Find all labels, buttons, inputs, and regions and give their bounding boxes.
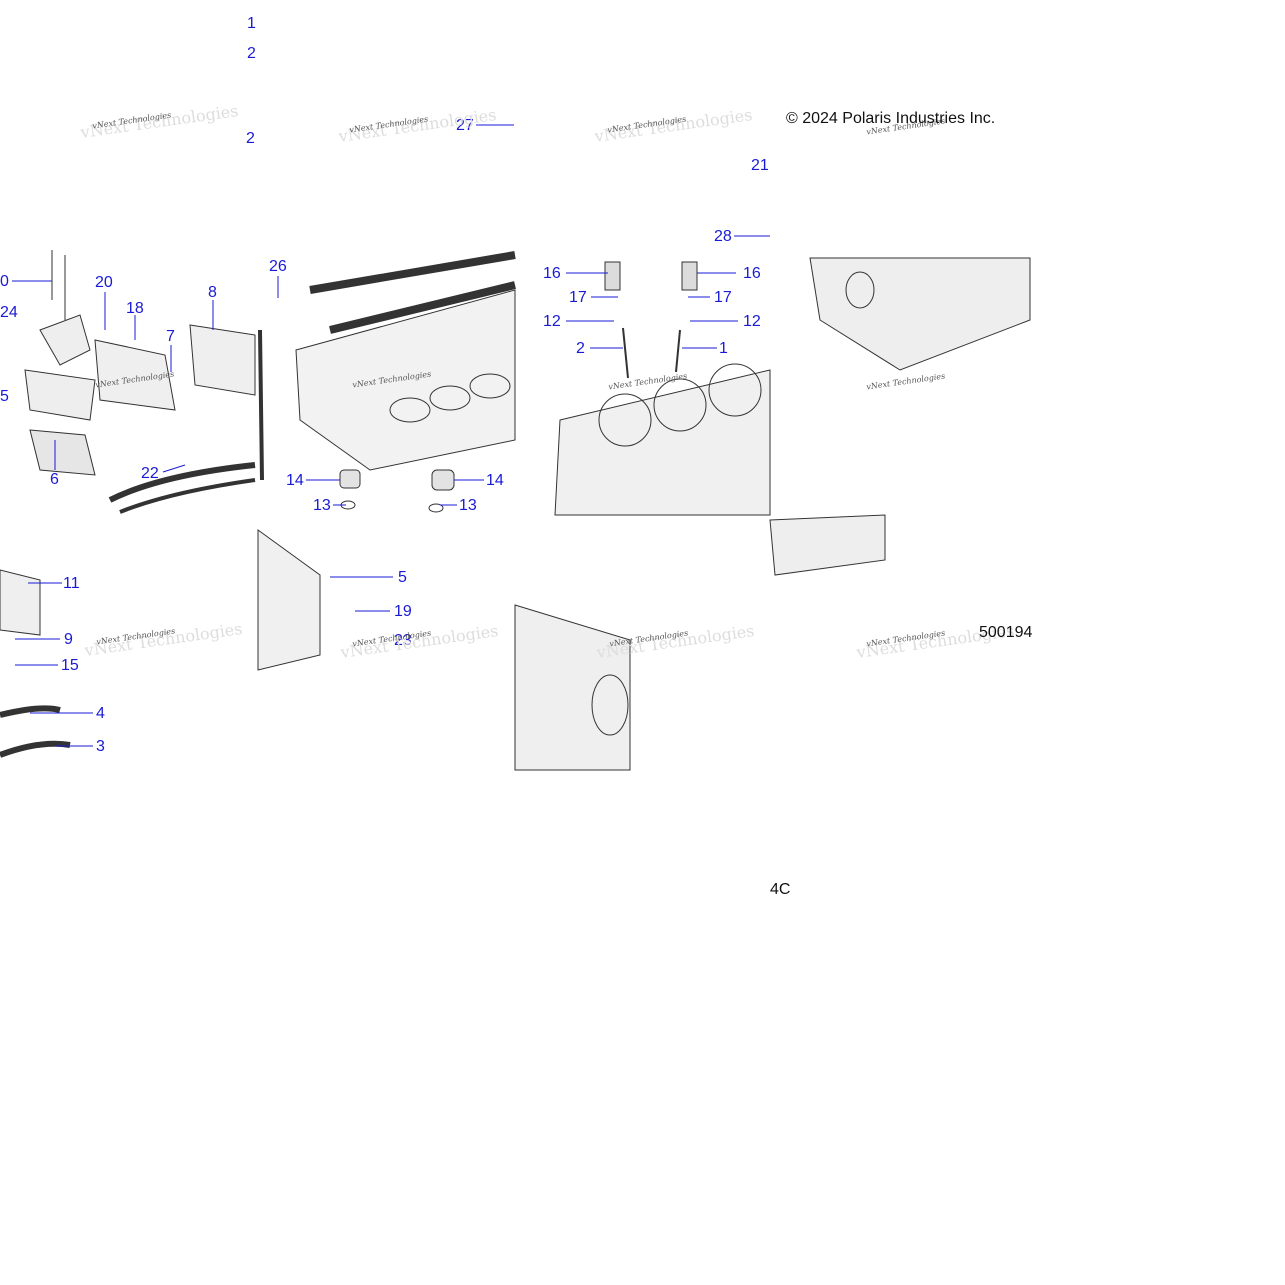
callout-12: 12 — [743, 313, 761, 330]
callout-6: 6 — [50, 471, 59, 488]
crankcase-art — [769, 257, 1031, 576]
callout-12: 12 — [543, 313, 561, 330]
drawing-suffix: 4C — [770, 881, 791, 898]
callout-23: 23 — [394, 632, 412, 649]
callout-13: 13 — [459, 497, 477, 514]
callout-22: 22 — [141, 465, 159, 482]
callout-21: 21 — [751, 157, 769, 174]
callout-24: 24 — [0, 304, 18, 321]
callout-2: 2 — [246, 130, 255, 147]
callout-13: 13 — [313, 497, 331, 514]
callout-5: 5 — [0, 388, 9, 405]
callout-3: 3 — [96, 738, 105, 755]
callout-1: 1 — [719, 340, 728, 357]
callout-8: 8 — [208, 284, 217, 301]
callout-14: 14 — [486, 472, 504, 489]
callout-10: 0 — [0, 273, 9, 290]
callout-19: 19 — [394, 603, 412, 620]
callout-26: 26 — [269, 258, 287, 275]
callout-17: 17 — [714, 289, 732, 306]
lower-head-art — [0, 529, 321, 758]
callout-20: 20 — [95, 274, 113, 291]
callout-27: 27 — [456, 117, 474, 134]
callout-16: 16 — [543, 265, 561, 282]
callout-9: 9 — [64, 631, 73, 648]
cylinder-block-art — [554, 261, 771, 516]
callout-1: 1 — [247, 15, 256, 32]
callout-17: 17 — [569, 289, 587, 306]
copyright-notice: © 2024 Polaris Industries Inc. — [786, 110, 996, 127]
callout-14: 14 — [286, 472, 304, 489]
callout-28: 28 — [714, 228, 732, 245]
lower-block-art — [514, 604, 631, 771]
cylinder-head-art — [295, 251, 516, 513]
callout-11: 11 — [63, 575, 80, 592]
callout-4: 4 — [96, 705, 105, 722]
callout-7: 7 — [166, 328, 175, 345]
camshaft-carrier-art — [24, 250, 264, 514]
leader-lines — [12, 124, 770, 747]
callout-2: 2 — [576, 340, 585, 357]
callout-18: 18 — [126, 300, 144, 317]
callout-16: 16 — [743, 265, 761, 282]
callout-15: 15 — [61, 657, 79, 674]
drawing-part-number: 500194 — [979, 624, 1033, 641]
callout-5: 5 — [398, 569, 407, 586]
callout-2: 2 — [247, 45, 256, 62]
